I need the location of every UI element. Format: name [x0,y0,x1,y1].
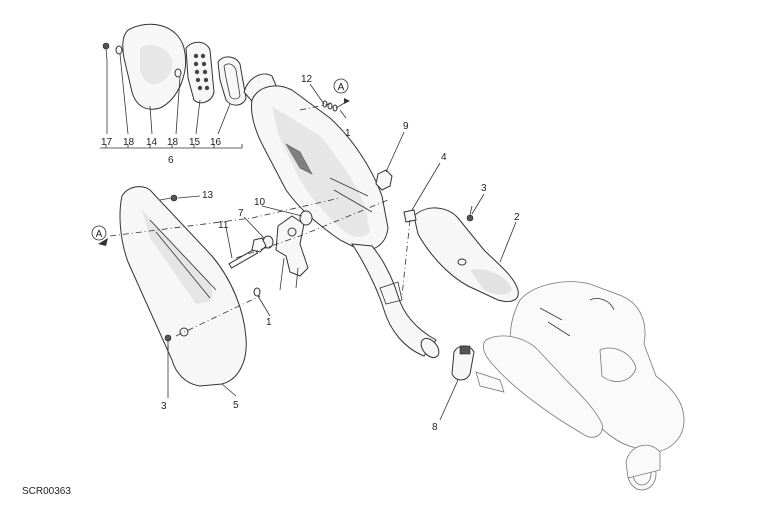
nut-9 [375,169,393,191]
bracket-10 [275,215,309,277]
callout-18-left: 18 [123,137,135,148]
washers-12 [322,100,338,112]
callout-18-right: 18 [167,137,179,148]
guard-fastener-hole [179,327,189,337]
gasket-16 [217,56,247,106]
bolt-11 [228,237,267,269]
clamp-8 [451,345,475,381]
reference-mark-top: A [333,78,350,109]
callout-4: 4 [441,152,447,163]
drawing-code: SCR00363 [22,486,71,497]
screw-13 [159,194,178,202]
callout-1-top: 1 [345,128,351,139]
heat-shield-2 [403,205,519,303]
callout-9: 9 [403,121,409,132]
reference-mark-left: A [91,225,108,246]
engine-collector-outline [475,281,685,491]
alignment-lines [109,103,411,337]
mount-hardware [228,100,393,297]
callout-5: 5 [233,400,239,411]
mesh-plate-15 [185,41,215,104]
callout-14: 14 [146,137,158,148]
clip-4 [403,209,417,223]
rubber-10 [299,210,313,226]
callout-16: 16 [210,137,222,148]
reference-label-left: A [96,229,103,240]
callout-3-upper: 3 [481,183,487,194]
washer-1-lower [253,287,261,297]
callout-12: 12 [301,74,313,85]
callout-10: 10 [254,197,266,208]
callout-6: 6 [168,155,174,166]
callout-15: 15 [189,137,201,148]
callout-labels: 1 1 2 3 3 4 5 6 7 8 9 10 11 12 13 14 15 … [101,74,520,433]
callout-7: 7 [238,208,244,219]
screw-17 [102,42,110,61]
reference-label-top: A [338,82,345,93]
callout-11: 11 [218,220,229,231]
callout-17: 17 [101,137,113,148]
screw-3-upper [466,205,474,222]
heat-guard-5 [119,186,247,387]
washer-18-right [174,68,182,78]
callout-8: 8 [432,422,438,433]
callout-1-lower: 1 [266,317,272,328]
callout-leaders [167,83,517,421]
callout-3-lower: 3 [161,401,167,412]
main-silencer-1 [243,73,440,359]
muffler-end-cap-group [100,23,247,149]
callout-13: 13 [202,190,214,201]
washer-18-left [115,45,123,55]
group-bracket [100,144,243,149]
callout-2: 2 [514,212,520,223]
